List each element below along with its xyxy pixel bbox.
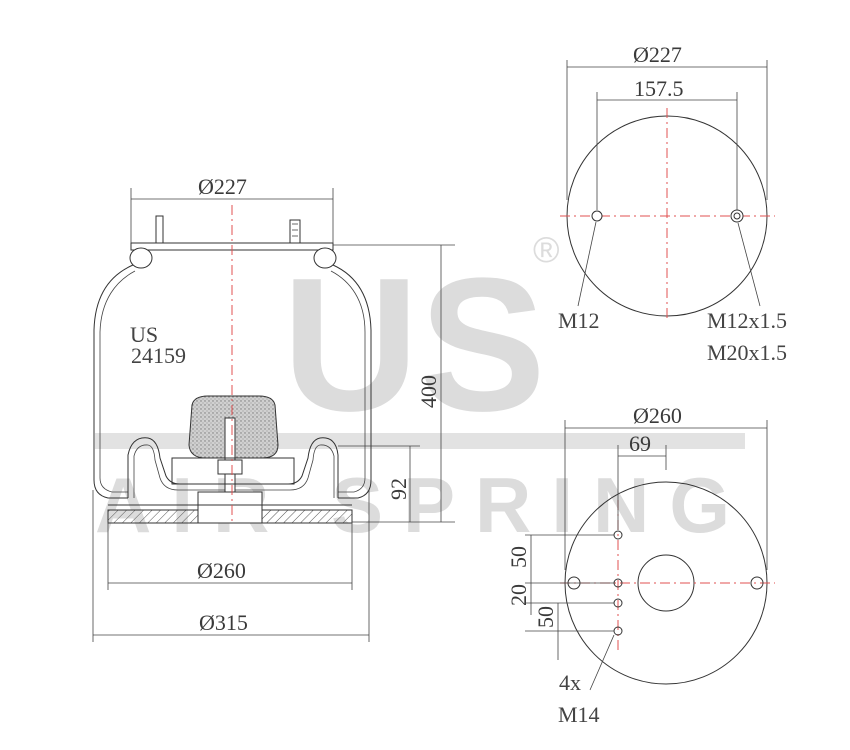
piston-boss <box>171 457 295 485</box>
dim-bottom-plate-diameter: Ø260 <box>633 403 682 428</box>
watermark-brand: US <box>282 239 546 451</box>
dim-piston-diameter: Ø260 <box>197 558 246 583</box>
top-plate-view: Ø227 157.5 M12 M12x1.5 M20x1.5 <box>558 42 787 365</box>
right-stud-hole <box>730 209 744 223</box>
right-mount-hole <box>750 576 764 590</box>
label-thread: M14 <box>558 702 600 727</box>
bellows-inner <box>99 270 366 493</box>
bumper-nut <box>217 459 243 475</box>
label-left-stud: M12 <box>558 308 600 333</box>
label-right-stud-2: M20x1.5 <box>707 340 787 365</box>
piston-base-center <box>197 491 263 524</box>
left-stud <box>155 215 164 244</box>
dim-top-plate-diameter: Ø227 <box>633 42 682 67</box>
bellows-outline <box>93 264 372 499</box>
label-right-stud-1: M12x1.5 <box>707 308 787 333</box>
dim-bolt-spacing: 157.5 <box>634 76 684 101</box>
dim-piston-height: 92 <box>386 478 411 500</box>
right-stud <box>289 219 301 244</box>
side-view: US 24159 Ø227 400 92 Ø260 Ø315 <box>92 174 455 642</box>
dim-20: 20 <box>506 584 531 606</box>
logo-text: US <box>130 322 158 347</box>
right-bead-roll <box>313 247 337 269</box>
bottom-plate-view: Ø260 69 50 20 50 4x M14 <box>506 403 775 727</box>
label-count: 4x <box>559 670 581 695</box>
dim-50-upper: 50 <box>506 546 531 568</box>
watermark-registered: ® <box>533 229 560 270</box>
part-number: 24159 <box>131 343 186 368</box>
watermark: US ® AIR SPRING <box>95 229 745 549</box>
piston-base-left <box>107 509 199 524</box>
left-bead-roll <box>129 247 153 269</box>
dim-overall-diameter: Ø315 <box>199 610 248 635</box>
dim-height: 400 <box>416 375 441 408</box>
left-stud-hole <box>591 210 603 222</box>
dim-top-diameter: Ø227 <box>198 174 247 199</box>
dim-offset: 69 <box>629 431 651 456</box>
piston-base-right <box>261 509 353 524</box>
dim-50-lower: 50 <box>533 606 558 628</box>
